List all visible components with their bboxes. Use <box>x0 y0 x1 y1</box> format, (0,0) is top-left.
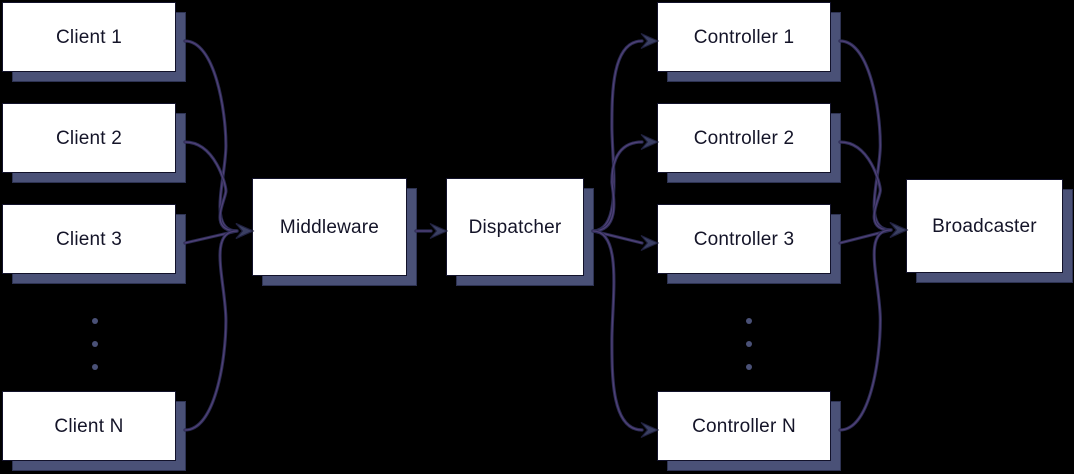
edge-path <box>591 229 644 245</box>
edge-path <box>183 39 239 233</box>
node-controller3[interactable]: Controller 3 <box>657 204 831 274</box>
edge-path <box>591 140 644 233</box>
e-dispatcher-controllerN <box>591 229 660 438</box>
e-dispatcher-controller3 <box>591 229 660 251</box>
arrowhead <box>889 222 909 238</box>
edge-path <box>838 39 893 232</box>
node-client1[interactable]: Client 1 <box>2 2 176 72</box>
e-controller2-broadcaster <box>838 140 909 238</box>
node-clientN[interactable]: Client N <box>2 391 176 461</box>
edge-path <box>183 229 239 432</box>
ellipsis-dot <box>746 364 752 370</box>
node-label-dispatcher: Dispatcher <box>468 216 562 238</box>
node-label-controller2: Controller 2 <box>693 127 795 149</box>
e-client3-middleware <box>183 223 255 245</box>
node-client2[interactable]: Client 2 <box>2 103 176 173</box>
node-label-middleware: Middleware <box>279 216 380 238</box>
arrowhead <box>640 235 660 251</box>
ellipsis-dot <box>746 318 752 324</box>
node-broadcaster[interactable]: Broadcaster <box>906 179 1063 273</box>
ellipsis-dot <box>746 341 752 347</box>
node-label-client1: Client 1 <box>55 26 123 48</box>
edge-highlight <box>184 230 238 431</box>
arrowhead <box>889 222 909 238</box>
e-controllerN-broadcaster <box>838 222 909 432</box>
node-controller2[interactable]: Controller 2 <box>657 103 831 173</box>
arrowhead <box>235 223 255 239</box>
arrowhead <box>235 223 255 239</box>
e-clientN-middleware <box>183 223 255 432</box>
edge-path <box>591 229 644 432</box>
edge-path <box>838 228 893 432</box>
node-middleware[interactable]: Middleware <box>252 178 407 276</box>
node-label-client2: Client 2 <box>55 127 123 149</box>
edge-highlight <box>592 230 643 244</box>
node-controller1[interactable]: Controller 1 <box>657 2 831 72</box>
node-label-clientN: Client N <box>54 415 124 437</box>
node-label-broadcaster: Broadcaster <box>932 215 1037 237</box>
edge-highlight <box>184 141 238 232</box>
edge-highlight <box>184 40 238 232</box>
edge-highlight <box>184 230 238 244</box>
e-dispatcher-controller2 <box>591 134 660 233</box>
arrowhead <box>640 422 660 438</box>
edge-highlight <box>592 141 643 232</box>
arrowhead <box>640 33 660 49</box>
edge-path <box>183 229 239 245</box>
edge-highlight <box>592 40 643 232</box>
edge-highlight <box>839 229 892 431</box>
edge-highlight <box>839 40 892 231</box>
node-client3[interactable]: Client 3 <box>2 204 176 274</box>
ellipsis-dot <box>92 364 98 370</box>
arrowhead <box>235 223 255 239</box>
node-label-controller3: Controller 3 <box>693 228 795 250</box>
arrowhead <box>889 222 909 238</box>
edge-path <box>591 39 644 233</box>
edge-highlight <box>839 229 892 244</box>
edge-path <box>183 140 239 233</box>
ellipsis-dot <box>92 318 98 324</box>
arrowhead <box>235 223 255 239</box>
node-label-client3: Client 3 <box>55 228 123 250</box>
node-controllerN[interactable]: Controller N <box>657 391 831 461</box>
e-dispatcher-controller1 <box>591 33 660 233</box>
edge-highlight <box>839 141 892 231</box>
e-middleware-dispatcher <box>414 223 449 239</box>
arrowhead <box>640 134 660 150</box>
e-client2-middleware <box>183 140 255 239</box>
edge-highlight <box>592 230 643 431</box>
node-label-controller1: Controller 1 <box>693 26 795 48</box>
arrowhead <box>429 223 449 239</box>
node-dispatcher[interactable]: Dispatcher <box>446 178 584 276</box>
ellipsis-dot <box>92 341 98 347</box>
edge-path <box>838 228 893 245</box>
arrowhead <box>889 222 909 238</box>
e-controller3-broadcaster <box>838 222 909 245</box>
e-controller1-broadcaster <box>838 39 909 238</box>
edge-path <box>838 140 893 232</box>
e-client1-middleware <box>183 39 255 239</box>
node-label-controllerN: Controller N <box>692 415 796 437</box>
